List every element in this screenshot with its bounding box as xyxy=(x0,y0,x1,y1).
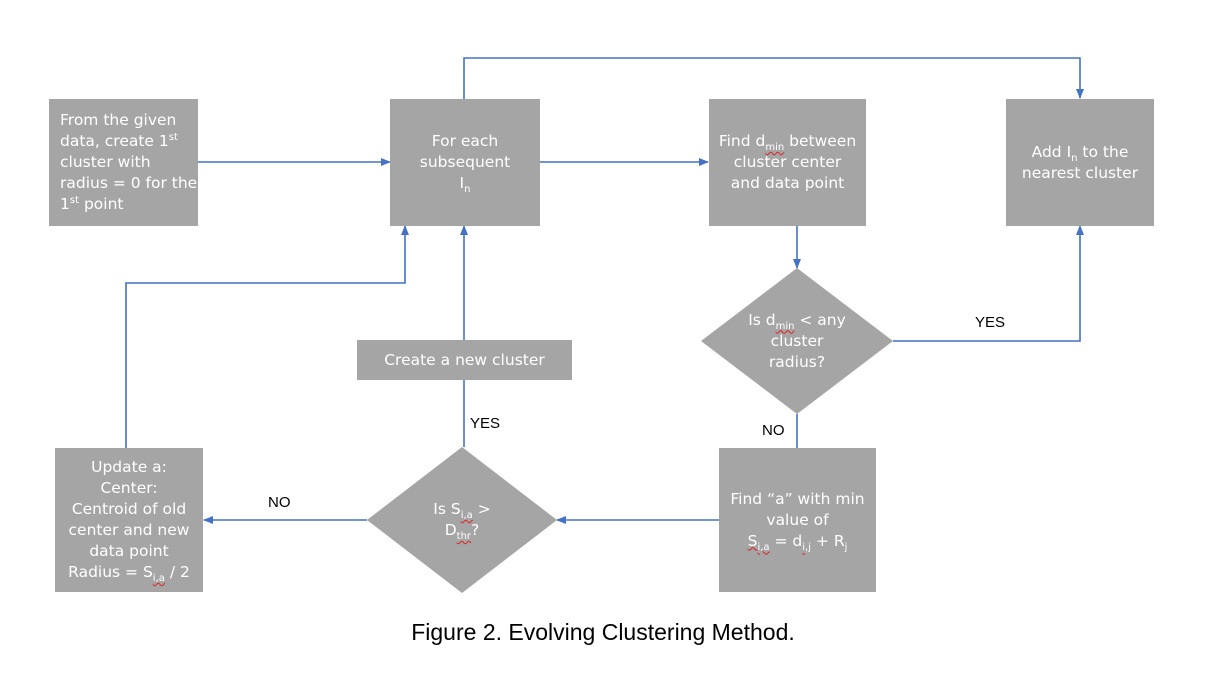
update-box: Update a: Center: Centroid of old center… xyxy=(55,448,203,592)
edge-label-yes-up: YES xyxy=(470,415,501,432)
decision-dmin-text: Is dmin < any cluster radius? xyxy=(748,310,846,371)
add-to-cluster-box-text: Add In to the nearest cluster xyxy=(1021,142,1139,182)
for-each-box: For each subsequent In xyxy=(390,99,540,226)
new-cluster-box-text: Create a new cluster xyxy=(384,350,545,369)
decision-dmin-diamond xyxy=(701,268,893,414)
start-box-text: From the given data, create 1st cluster … xyxy=(60,111,198,213)
find-a-box: Find “a” with min value of Si,a = di,j +… xyxy=(719,448,876,592)
for-each-box-text: For each subsequent In xyxy=(419,132,511,196)
arrow-update-to-each xyxy=(125,225,409,448)
find-a-box-text: Find “a” with min value of Si,a = di,j +… xyxy=(730,489,865,553)
edge-label-no-left: NO xyxy=(268,494,291,511)
figure-caption: Figure 2. Evolving Clustering Method. xyxy=(411,619,795,645)
new-cluster-box: Create a new cluster xyxy=(357,340,572,380)
add-to-cluster-box: Add In to the nearest cluster xyxy=(1006,99,1154,226)
update-box-text: Update a: Center: Centroid of old center… xyxy=(68,458,190,585)
arrow-yes-to-add xyxy=(893,225,1084,342)
find-dmin-box-text: Find dmin between cluster center and dat… xyxy=(718,132,857,192)
start-box: From the given data, create 1st cluster … xyxy=(49,99,198,226)
edge-label-no-down: NO xyxy=(762,422,785,439)
find-dmin-box: Find dmin between cluster center and dat… xyxy=(709,99,866,226)
decision-s-diamond xyxy=(367,447,557,593)
edge-label-yes-right: YES xyxy=(975,314,1006,331)
decision-s-text: Is Si,a > Dthr? xyxy=(433,500,491,543)
arrow-loop-top xyxy=(463,57,1084,99)
